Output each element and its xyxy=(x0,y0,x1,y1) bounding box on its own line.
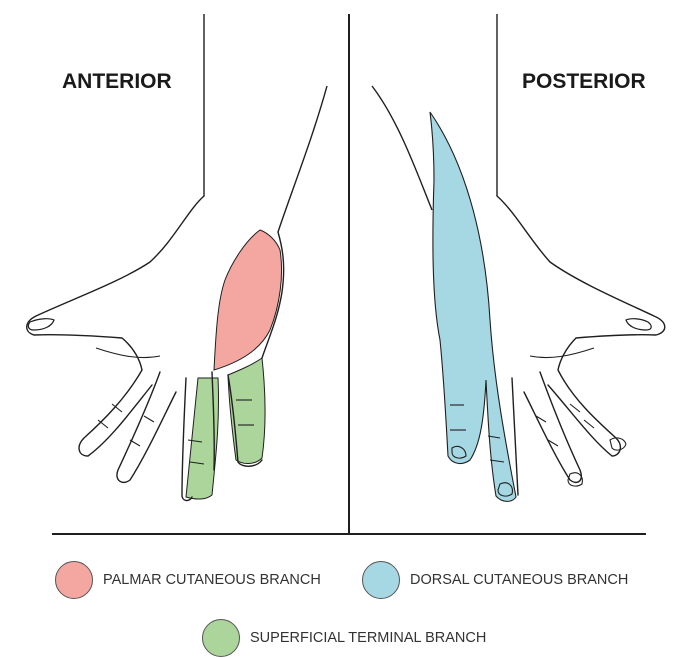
legend-label-dorsal: DORSAL CUTANEOUS BRANCH xyxy=(410,572,628,588)
legend-swatch-dorsal xyxy=(362,561,400,599)
legend-label-superficial: SUPERFICIAL TERMINAL BRANCH xyxy=(250,630,486,646)
palmar-cutaneous-region xyxy=(214,230,282,370)
dorsal-cutaneous-region xyxy=(430,112,516,501)
anterior-title: ANTERIOR xyxy=(62,70,172,94)
legend-item-superficial: SUPERFICIAL TERMINAL BRANCH xyxy=(202,619,486,657)
posterior-hand-outline xyxy=(497,196,665,495)
posterior-thumbnail xyxy=(626,319,651,330)
legend-item-palmar: PALMAR CUTANEOUS BRANCH xyxy=(55,561,321,599)
anterior-forearm-outline-ulnar xyxy=(278,86,327,232)
legend-label-palmar: PALMAR CUTANEOUS BRANCH xyxy=(103,572,321,588)
legend-swatch-palmar xyxy=(55,561,93,599)
legend-item-dorsal: DORSAL CUTANEOUS BRANCH xyxy=(362,561,628,599)
anterior-thumbnail xyxy=(28,319,54,330)
legend-swatch-superficial xyxy=(202,619,240,657)
posterior-title: POSTERIOR xyxy=(522,70,646,94)
posterior-forearm-outline-ulnar xyxy=(372,86,432,210)
